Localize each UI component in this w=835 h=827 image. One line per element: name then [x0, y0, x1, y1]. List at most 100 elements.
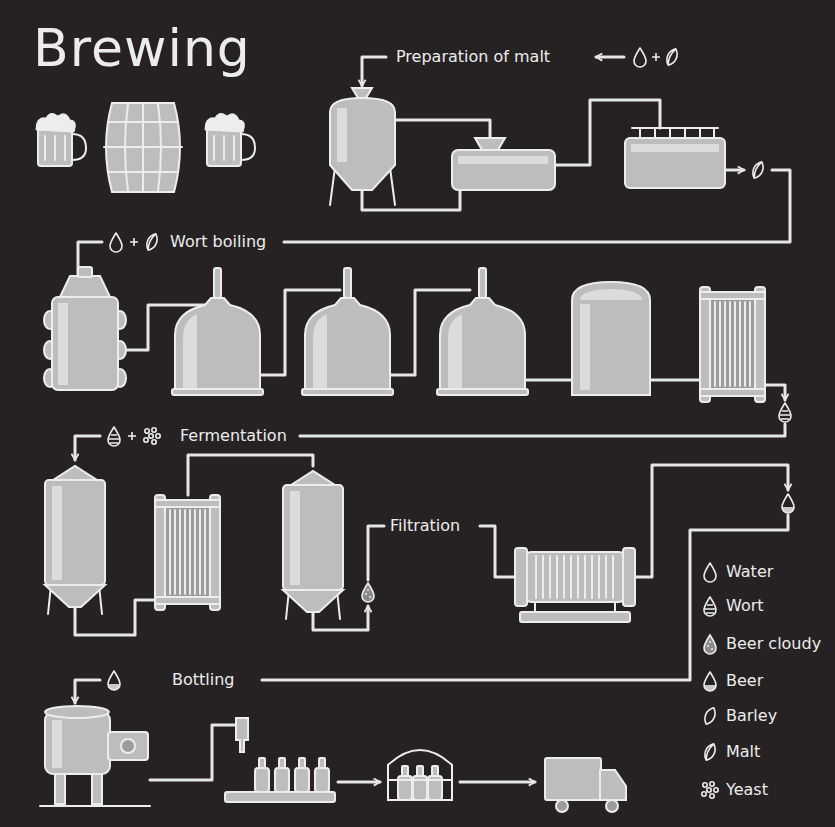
- flow-lines: [480, 526, 515, 577]
- bottling-tank: [108, 732, 148, 760]
- flow-lines: [75, 436, 100, 460]
- brewing-illustration: [144, 232, 160, 252]
- bottle-filler: [225, 792, 335, 802]
- delivery-truck: [606, 800, 618, 812]
- lauter-tun: [631, 144, 719, 152]
- boiling-tank: [52, 297, 118, 390]
- legend-text: Yeast: [724, 779, 770, 801]
- bottle-filler: [295, 758, 309, 792]
- bottling-tank: [121, 739, 135, 753]
- lauter-tun: [625, 138, 725, 188]
- whirlpool: [572, 282, 650, 395]
- brewing-illustration: [704, 635, 716, 654]
- legend-text: Barley: [724, 705, 779, 727]
- stage-label: Fermentation: [176, 425, 291, 447]
- brewing-illustration: [664, 47, 680, 67]
- delivery-truck: [545, 758, 626, 812]
- beer-mug: [45, 136, 65, 160]
- filter-press: [515, 548, 527, 606]
- brewing-illustration: [110, 233, 122, 252]
- filter-press: [525, 552, 625, 602]
- bottling-tank: [52, 720, 62, 768]
- bottling-tank: [40, 706, 150, 806]
- flow-lines: [338, 781, 380, 784]
- delivery-truck: [600, 770, 626, 800]
- flow-lines: [75, 680, 100, 703]
- brewing-illustration: [130, 238, 138, 246]
- bottling-tank: [92, 772, 102, 804]
- legend-text: Wort: [724, 595, 766, 617]
- flow-lines: [75, 600, 155, 635]
- flow-lines: [460, 781, 535, 784]
- legend-text: Beer cloudy: [724, 633, 823, 655]
- flow-lines: [650, 379, 700, 382]
- flow-lines: [362, 57, 386, 86]
- bottle-crate: [398, 766, 412, 800]
- bottle-crate: [388, 750, 452, 800]
- filter-press: [515, 548, 635, 622]
- boiling-tank: [78, 267, 92, 277]
- brewing-illustration: [750, 160, 766, 180]
- bottle-filler: [225, 718, 335, 802]
- beer-mug: [72, 134, 86, 160]
- mash-tank: [337, 108, 347, 162]
- bottling-tank: [55, 772, 65, 804]
- bottling-tank: [45, 712, 110, 774]
- flow-lines: [75, 57, 790, 782]
- filter-press: [520, 612, 630, 622]
- legend-text: Beer: [724, 670, 765, 692]
- barrel: [104, 122, 182, 172]
- bottle-crate: [428, 766, 442, 800]
- brewing-illustration: [702, 782, 718, 798]
- boiling-tank: [60, 276, 110, 297]
- flow-lines: [395, 120, 490, 138]
- flow-lines: [525, 379, 572, 382]
- bottle-filler: [275, 758, 289, 792]
- beer-mug: [241, 134, 255, 160]
- boiling-tank: [44, 267, 126, 390]
- brewing-illustration: [704, 563, 716, 582]
- legend-text: Water: [724, 561, 775, 583]
- brewing-illustration: [437, 268, 528, 395]
- mash-tun: [452, 150, 555, 190]
- lauter-tun: [625, 128, 725, 188]
- bottle-filler: [236, 718, 248, 752]
- diagram-title: Brewing: [33, 16, 251, 80]
- mash-tun: [452, 138, 555, 190]
- bottle-crate: [413, 766, 427, 800]
- stage-label: Preparation of malt: [392, 46, 554, 68]
- beer-mug: [36, 113, 75, 132]
- lauter-tun: [632, 128, 718, 137]
- brewing-illustration: [652, 53, 660, 61]
- brewing-illustration: [155, 495, 220, 610]
- flow-lines: [300, 424, 785, 436]
- beer-mug: [38, 128, 72, 166]
- flow-lines: [725, 169, 744, 172]
- brewing-illustration: [302, 268, 393, 395]
- legend-text: Malt: [724, 741, 762, 763]
- stage-label: Wort boiling: [166, 231, 270, 253]
- bottle-filler: [255, 758, 269, 792]
- bottling-tank: [40, 805, 150, 807]
- brewing-illustration: [128, 432, 136, 440]
- whirlpool: [580, 289, 642, 300]
- flow-lines: [765, 385, 785, 400]
- delivery-truck: [545, 758, 601, 800]
- beer-mug: [205, 113, 244, 132]
- whirlpool: [580, 304, 590, 390]
- flow-lines: [596, 56, 624, 59]
- stage-label: Bottling: [168, 669, 239, 691]
- brewing-illustration: [702, 706, 718, 726]
- brewing-illustration: [700, 287, 765, 402]
- whirlpool: [572, 282, 650, 395]
- mash-tank: [330, 88, 395, 205]
- filter-press: [536, 556, 613, 598]
- flow-lines: [368, 526, 384, 580]
- brewing-illustration: [634, 48, 646, 67]
- bottling-tank: [45, 706, 109, 718]
- brewing-illustration: [702, 742, 718, 762]
- mash-tun: [475, 138, 505, 150]
- mash-tank: [352, 88, 372, 98]
- brewing-illustration: [779, 403, 791, 422]
